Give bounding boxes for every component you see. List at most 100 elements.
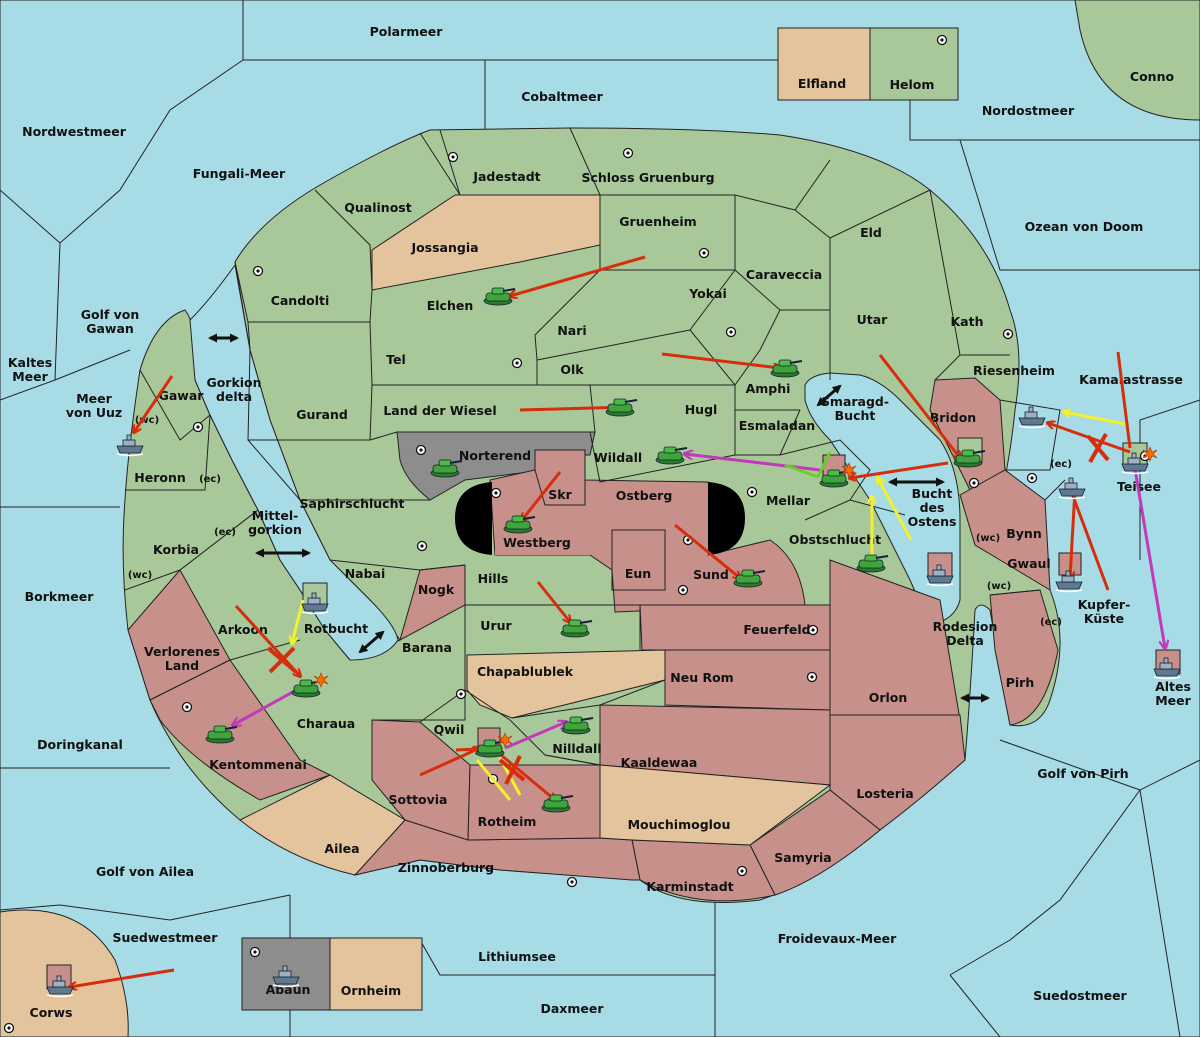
supply-center-icon	[192, 421, 204, 433]
coast-ec-heronn: (ec)	[199, 474, 221, 485]
supply-center-icon	[249, 946, 261, 958]
label-kupferkueste: Kupfer-Küste	[1078, 597, 1131, 626]
label-urur: Urur	[480, 618, 512, 633]
label-gwaul: Gwaul	[1007, 556, 1050, 571]
label-corws: Corws	[30, 1005, 73, 1020]
label-conno: Conno	[1130, 69, 1175, 84]
label-nordostmeer: Nordostmeer	[982, 103, 1075, 118]
orders	[70, 255, 1165, 987]
inner-gorkion-channel	[189, 263, 399, 661]
label-korbia: Korbia	[153, 542, 199, 557]
supply-center-icon	[415, 444, 427, 456]
label-elchen: Elchen	[427, 298, 474, 313]
label-jossangia: Jossangia	[410, 240, 478, 255]
label-golf-ailea: Golf von Ailea	[96, 864, 194, 879]
supply-center-icon	[490, 487, 502, 499]
label-feuerfeld: Feuerfeld	[743, 622, 810, 637]
supply-center-icon	[1026, 472, 1038, 484]
supply-center-icon	[181, 701, 193, 713]
label-norterend: Norterend	[459, 448, 531, 463]
label-jadestadt: Jadestadt	[472, 169, 540, 184]
label-gruenheim: Gruenheim	[619, 214, 696, 229]
label-qwil: Qwil	[434, 722, 465, 737]
region-ornheim[interactable]	[329, 937, 423, 1011]
coast-ec-gwaul: (ec)	[1040, 617, 1062, 628]
supply-center-icon	[677, 584, 689, 596]
supply-center-icon	[746, 486, 758, 498]
label-kentommenai: Kentommenai	[209, 757, 307, 772]
canal-passage-arrow-icon	[358, 630, 385, 654]
label-hugl: Hugl	[685, 402, 718, 417]
region-pirh[interactable]	[989, 589, 1059, 726]
label-olk: Olk	[560, 362, 584, 377]
supply-center-icon	[416, 540, 428, 552]
supply-center-icon	[1002, 328, 1014, 340]
label-cobaltmeer: Cobaltmeer	[521, 89, 603, 104]
label-gawar: Gawar	[159, 388, 205, 403]
label-westberg: Westberg	[503, 535, 571, 550]
label-yokai: Yokai	[688, 286, 727, 301]
label-karminstadt: Karminstadt	[646, 879, 733, 894]
label-orlon: Orlon	[869, 690, 908, 705]
label-bridon: Bridon	[930, 410, 976, 425]
label-gurand: Gurand	[296, 407, 348, 422]
label-fungali: Fungali-Meer	[193, 166, 286, 181]
supply-centers	[3, 34, 1151, 1034]
label-ailea: Ailea	[324, 841, 359, 856]
supply-center-icon	[807, 624, 819, 636]
label-heronn: Heronn	[134, 470, 186, 485]
label-suedwestmeer: Suedwestmeer	[113, 930, 219, 945]
label-rotheim: Rotheim	[478, 814, 537, 829]
region-samyria[interactable]	[749, 789, 881, 896]
coast-ec-riesenheim: (ec)	[1050, 459, 1072, 470]
coast-wc-gwaul: (wc)	[987, 581, 1011, 592]
supply-center-icon	[447, 151, 459, 163]
label-daxmeer: Daxmeer	[540, 1001, 604, 1016]
label-froidevaux: Froidevaux-Meer	[778, 931, 897, 946]
label-sottovia: Sottovia	[389, 792, 448, 807]
supply-center-icon	[3, 1022, 15, 1034]
region-mouchimoglou[interactable]	[599, 764, 832, 846]
label-samyria: Samyria	[774, 850, 832, 865]
label-mouchimoglou: Mouchimoglou	[628, 817, 731, 832]
inner-eastern-bays	[804, 372, 961, 626]
region-karminstadt[interactable]	[631, 839, 776, 902]
label-qualinost: Qualinost	[344, 200, 411, 215]
label-bynn: Bynn	[1006, 526, 1041, 541]
supply-center-icon	[736, 865, 748, 877]
territory-borders	[124, 127, 1066, 766]
region-kentommenai[interactable]	[149, 659, 332, 801]
coast-ec-korbia: (ec)	[214, 527, 236, 538]
label-golf-pirh: Golf von Pirh	[1037, 766, 1128, 781]
label-nabai: Nabai	[345, 566, 386, 581]
label-amphi: Amphi	[746, 381, 791, 396]
region-ailea[interactable]	[239, 774, 406, 876]
label-ozean: Ozean von Doom	[1025, 219, 1144, 234]
label-lithiumsee: Lithiumsee	[478, 949, 556, 964]
label-land-wiesel: Land der Wiesel	[383, 403, 496, 418]
label-skr: Skr	[548, 487, 572, 502]
label-charaua: Charaua	[297, 716, 355, 731]
label-doringkanal: Doringkanal	[37, 737, 123, 752]
region-elfland[interactable]	[777, 27, 871, 101]
label-ornheim: Ornheim	[341, 983, 401, 998]
label-sund: Sund	[693, 567, 729, 582]
label-helom: Helom	[890, 77, 935, 92]
label-tel: Tel	[386, 352, 406, 367]
label-nordwestmeer: Nordwestmeer	[22, 124, 127, 139]
coast-wc-korbia: (wc)	[128, 570, 152, 581]
label-kamalastrasse: Kamalastrasse	[1079, 372, 1183, 387]
label-nogk: Nogk	[418, 582, 455, 597]
region-conno[interactable]	[1074, 0, 1200, 121]
impassable-west	[455, 482, 492, 555]
label-borkmeer: Borkmeer	[25, 589, 95, 604]
label-wildall: Wildall	[594, 450, 642, 465]
coast-wc-uuz: (wc)	[135, 415, 159, 426]
